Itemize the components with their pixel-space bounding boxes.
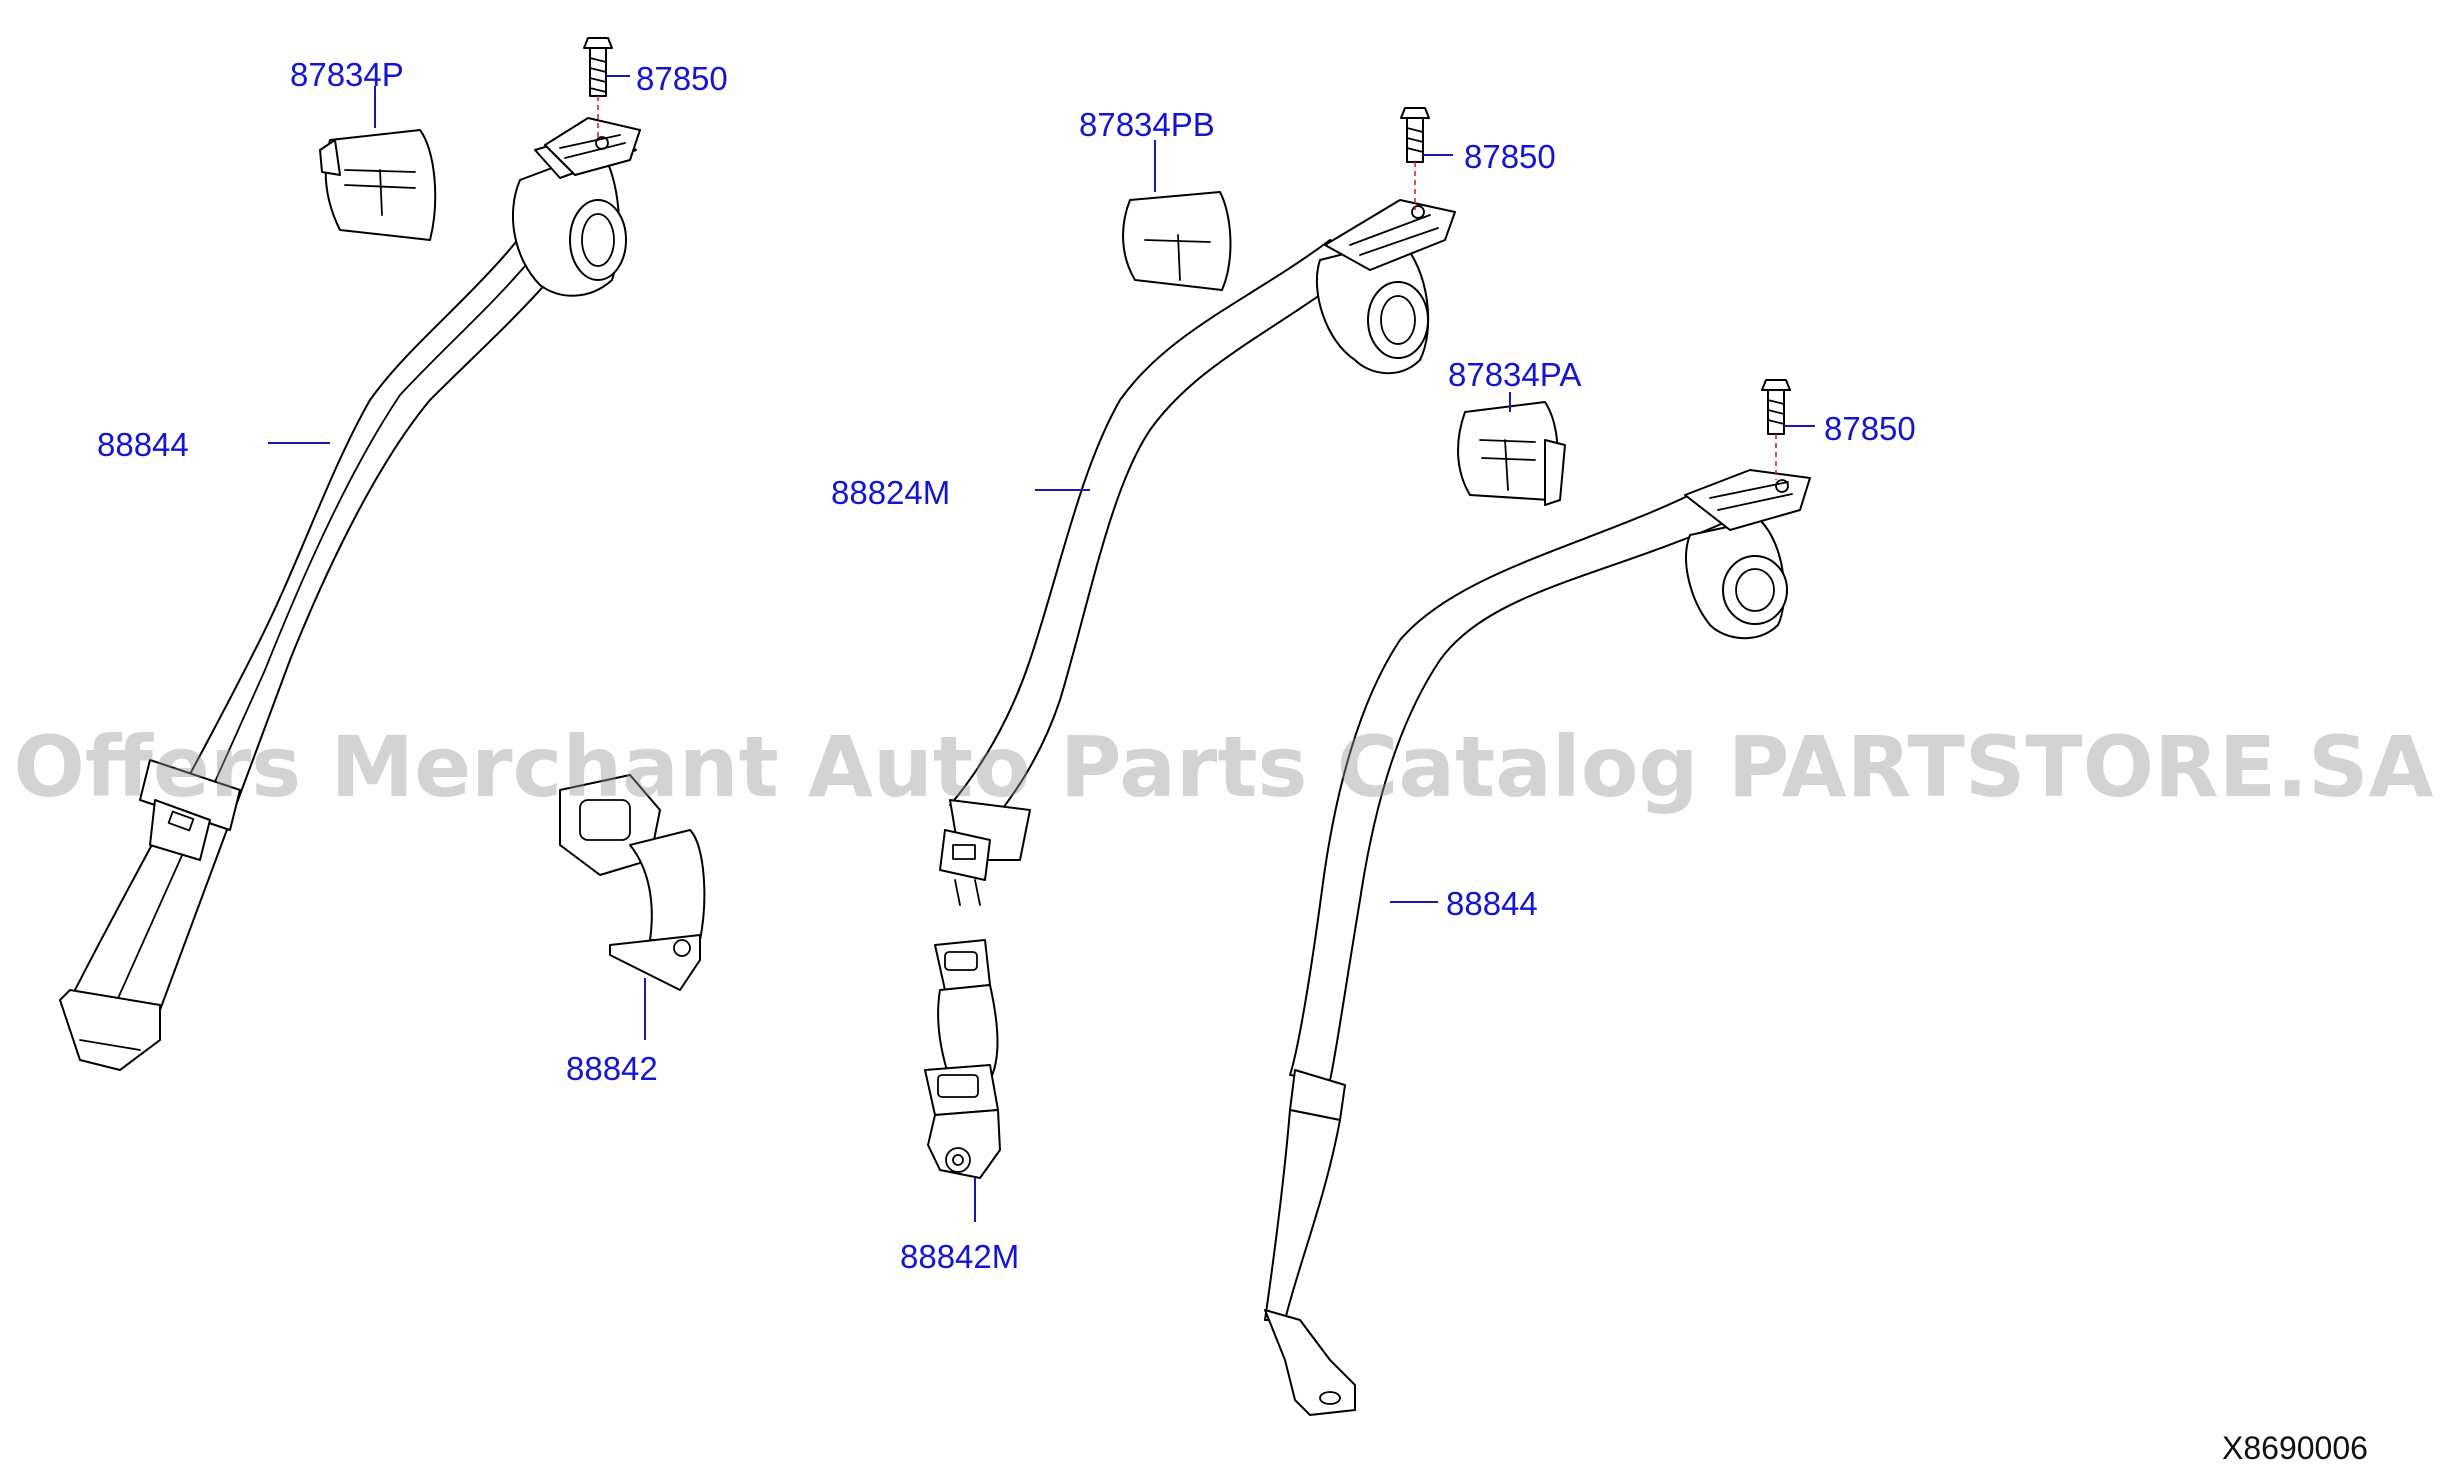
right-cover-87834PA[interactable]	[1457, 401, 1566, 506]
label-87834P[interactable]: 87834P	[290, 56, 404, 93]
label-87850-right[interactable]: 87850	[1824, 410, 1916, 447]
center-seat-belt-88824M[interactable]	[939, 199, 1456, 906]
left-cover-87834P[interactable]	[319, 129, 437, 241]
label-87834PA[interactable]: 87834PA	[1448, 356, 1582, 393]
right-seat-belt-88844[interactable]	[1264, 469, 1811, 1416]
center-cover-87834PB[interactable]	[1122, 191, 1232, 291]
label-88824M[interactable]: 88824M	[831, 474, 951, 511]
label-88842[interactable]: 88842	[566, 1050, 658, 1087]
center-bolt-87850[interactable]	[1400, 107, 1430, 210]
center-buckle-88842M[interactable]	[924, 939, 1001, 1179]
diagram-code: X8690006	[2222, 1430, 2368, 1466]
label-87834PB[interactable]: 87834PB	[1079, 106, 1215, 143]
label-88844-right[interactable]: 88844	[1446, 885, 1538, 922]
leader-lines	[268, 75, 1815, 1222]
center-buckle-88842[interactable]	[559, 774, 706, 991]
left-seat-belt-88844[interactable]	[59, 117, 641, 1071]
label-87850-center[interactable]: 87850	[1464, 138, 1556, 175]
left-bolt-87850[interactable]	[583, 37, 613, 140]
label-88844-left[interactable]: 88844	[97, 426, 189, 463]
label-88842M[interactable]: 88842M	[900, 1238, 1020, 1275]
right-bolt-87850[interactable]	[1761, 379, 1791, 480]
label-87850-left[interactable]: 87850	[636, 60, 728, 97]
watermark-text: Offers Merchant Auto Parts Catalog PARTS…	[13, 718, 2434, 816]
